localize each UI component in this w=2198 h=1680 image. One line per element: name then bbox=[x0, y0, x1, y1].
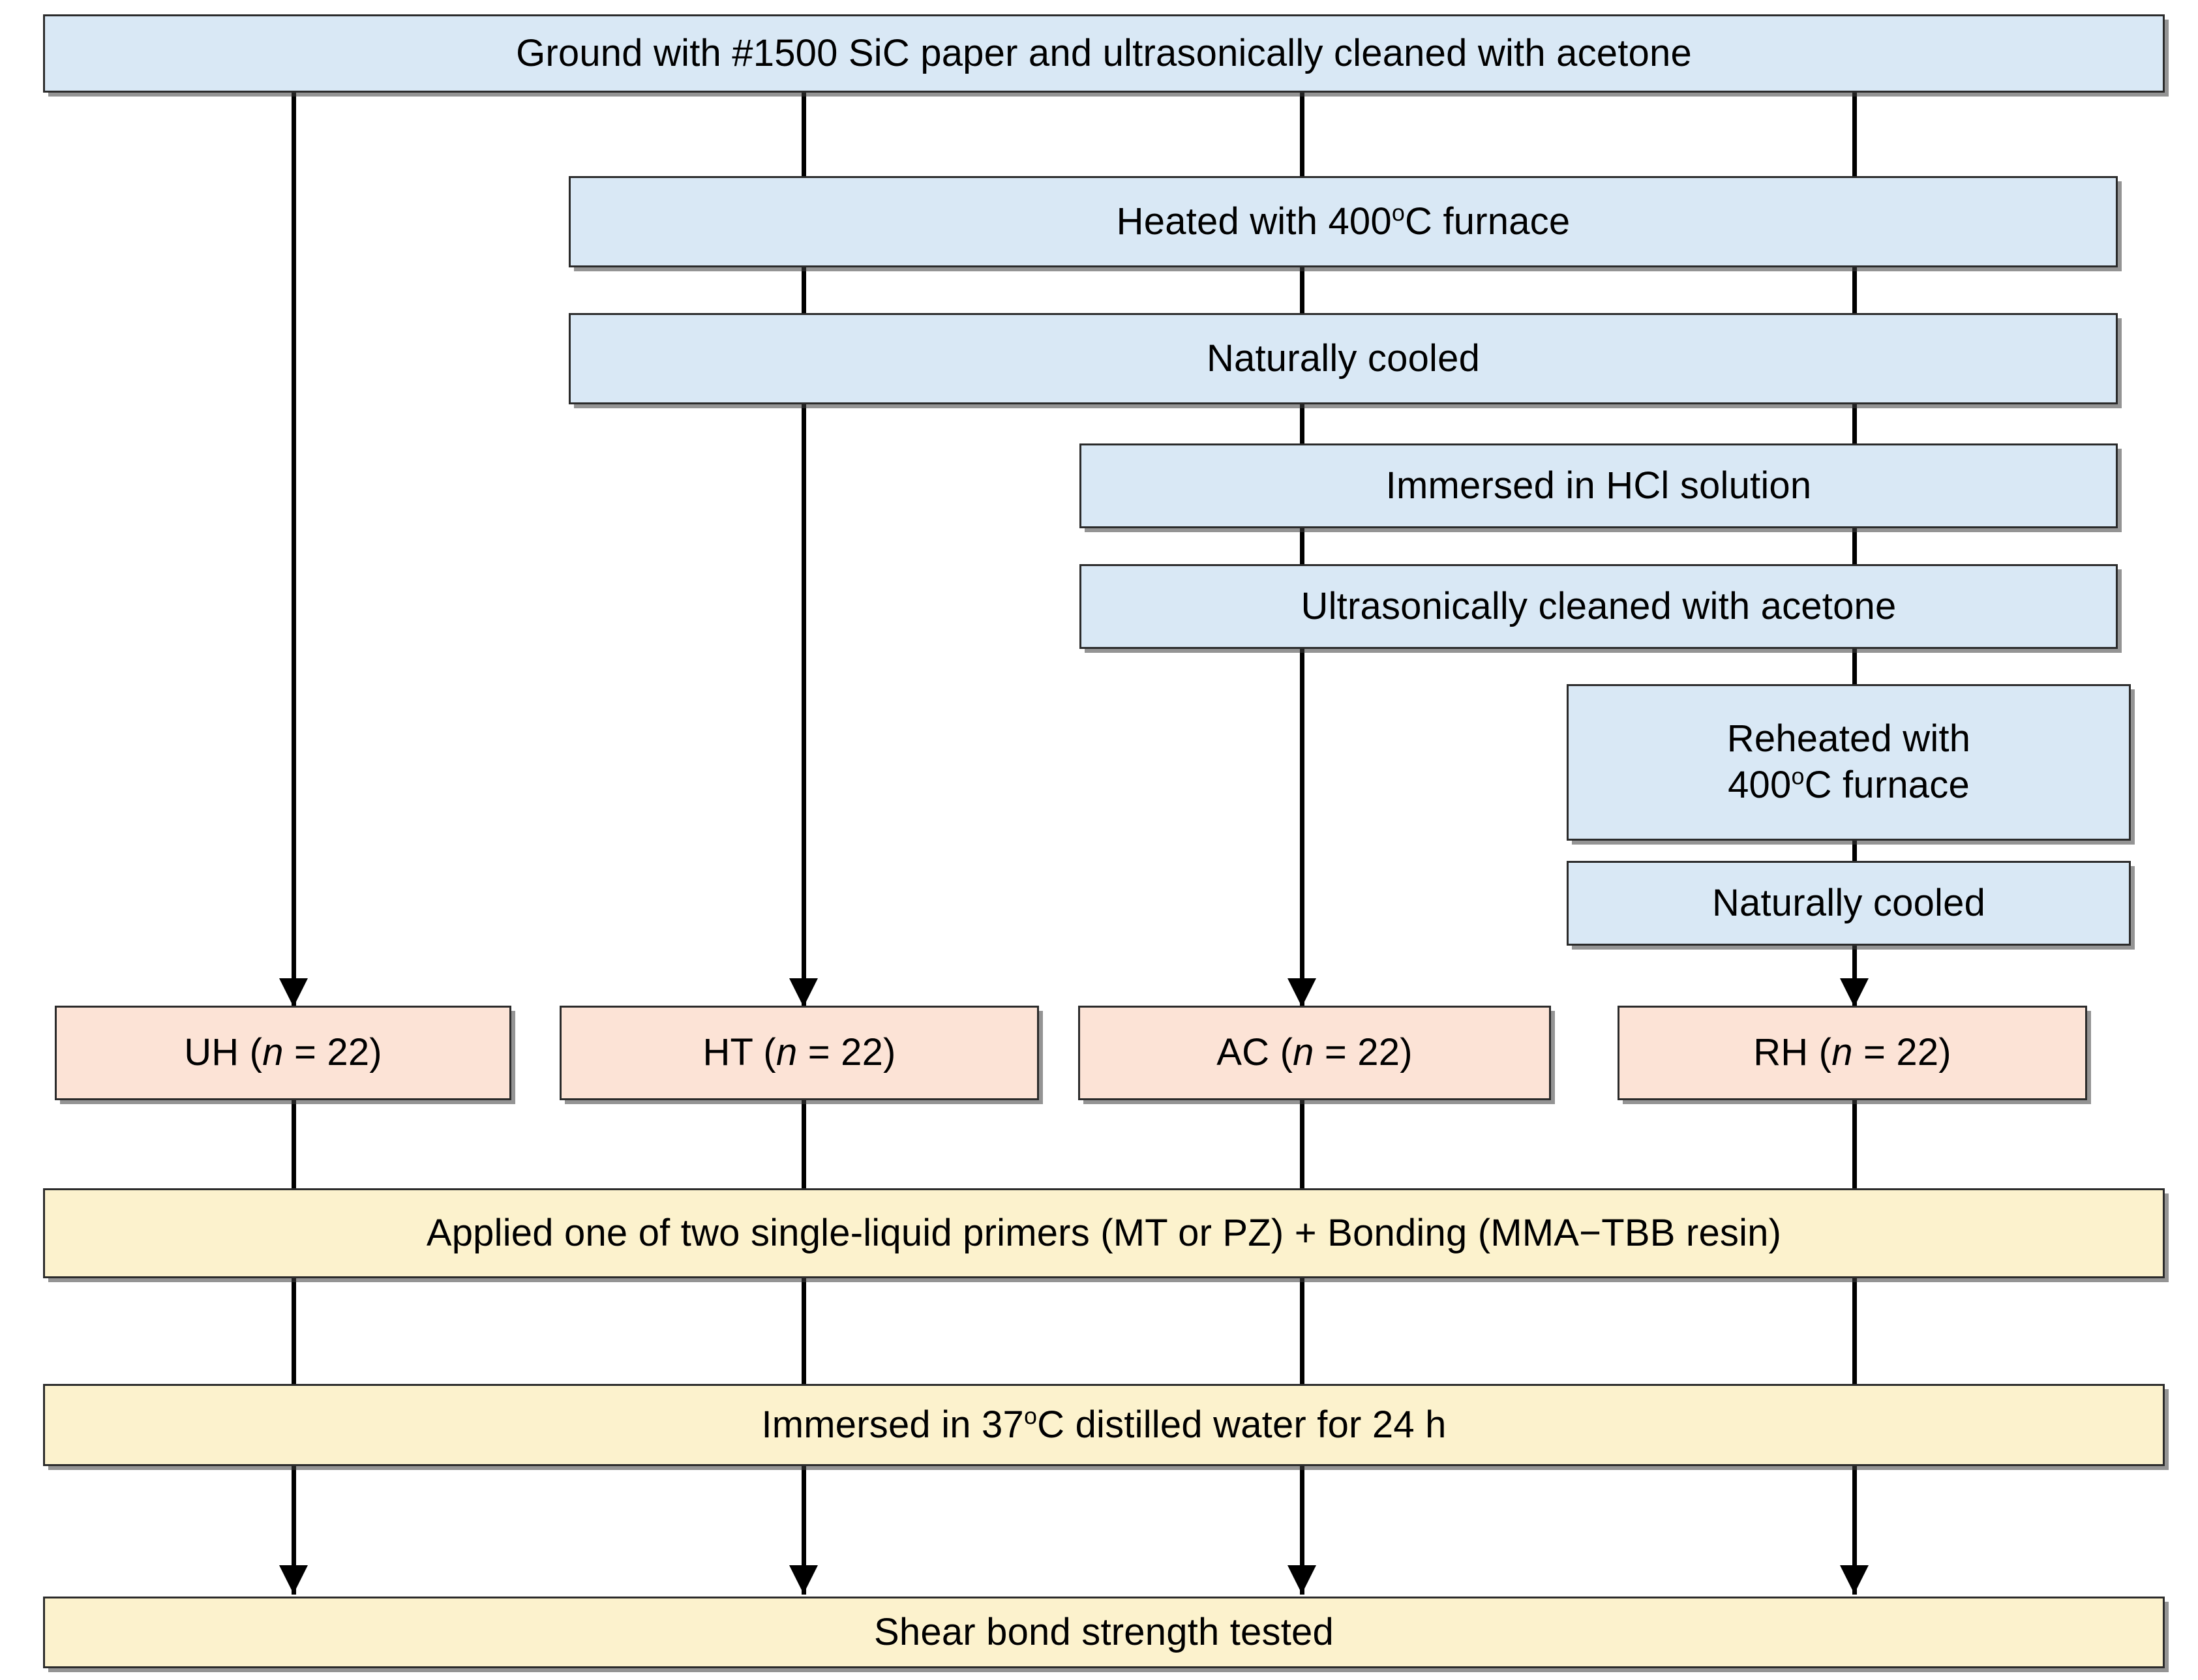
step-box-primer[interactable]: Applied one of two single-liquid primers… bbox=[43, 1188, 2165, 1278]
arrowhead-to-ht bbox=[789, 978, 818, 1007]
group-label-rh: RH (n = 22) bbox=[1753, 1031, 1951, 1074]
connector-ac-to-primer bbox=[1300, 1099, 1304, 1188]
group-box-ac[interactable]: AC (n = 22) bbox=[1078, 1006, 1551, 1100]
arrowhead-to-test-uh bbox=[279, 1565, 308, 1594]
connector-ht-top bbox=[802, 51, 806, 1011]
arrowhead-to-test-rh bbox=[1840, 1565, 1869, 1594]
step-label-cooled: Naturally cooled bbox=[1206, 337, 1481, 380]
connector-uh-to-primer bbox=[292, 1099, 296, 1188]
arrowhead-to-test-ht bbox=[789, 1565, 818, 1594]
step-box-test[interactable]: Shear bond strength tested bbox=[43, 1597, 2165, 1668]
arrowhead-to-rh bbox=[1840, 978, 1869, 1007]
connector-uh-immersion-to-test bbox=[292, 1464, 296, 1595]
step-label-ultrasonic: Ultrasonically cleaned with acetone bbox=[1301, 584, 1897, 627]
step-label-cooled2: Naturally cooled bbox=[1711, 881, 1986, 924]
connector-rh-to-primer bbox=[1852, 1099, 1857, 1188]
connector-ht-to-primer bbox=[802, 1099, 806, 1188]
group-label-ht: HT (n = 22) bbox=[702, 1031, 896, 1074]
connector-rh-top bbox=[1852, 51, 1857, 1011]
step-label-heated: Heated with 400oC furnace bbox=[1116, 199, 1571, 243]
connector-ac-immersion-to-test bbox=[1300, 1464, 1304, 1595]
connector-rh-primer-to-immersion bbox=[1852, 1278, 1857, 1384]
group-box-ht[interactable]: HT (n = 22) bbox=[560, 1006, 1039, 1100]
group-box-uh[interactable]: UH (n = 22) bbox=[55, 1006, 511, 1100]
step-box-ultrasonic[interactable]: Ultrasonically cleaned with acetone bbox=[1079, 564, 2118, 649]
group-label-uh: UH (n = 22) bbox=[184, 1031, 382, 1074]
step-box-cooled[interactable]: Naturally cooled bbox=[569, 313, 2118, 404]
step-label-ground: Ground with #1500 SiC paper and ultrason… bbox=[516, 31, 1692, 74]
group-box-rh[interactable]: RH (n = 22) bbox=[1618, 1006, 2087, 1100]
connector-uh-top bbox=[292, 51, 296, 1011]
connector-ht-immersion-to-test bbox=[802, 1464, 806, 1595]
connector-uh-primer-to-immersion bbox=[292, 1278, 296, 1384]
step-label-immersion: Immersed in 37oC distilled water for 24 … bbox=[761, 1402, 1447, 1446]
connector-ac-primer-to-immersion bbox=[1300, 1278, 1304, 1384]
group-label-ac: AC (n = 22) bbox=[1216, 1031, 1413, 1074]
step-label-primer: Applied one of two single-liquid primers… bbox=[426, 1211, 1782, 1254]
step-label-test: Shear bond strength tested bbox=[874, 1610, 1334, 1653]
connector-ht-primer-to-immersion bbox=[802, 1278, 806, 1384]
step-box-cooled2[interactable]: Naturally cooled bbox=[1567, 861, 2131, 946]
arrowhead-to-uh bbox=[279, 978, 308, 1007]
connector-ac-top bbox=[1300, 51, 1304, 1011]
connector-rh-immersion-to-test bbox=[1852, 1464, 1857, 1595]
step-box-ground[interactable]: Ground with #1500 SiC paper and ultrason… bbox=[43, 14, 2165, 93]
step-box-heated[interactable]: Heated with 400oC furnace bbox=[569, 176, 2118, 267]
arrowhead-to-ac bbox=[1287, 978, 1316, 1007]
step-box-hcl[interactable]: Immersed in HCl solution bbox=[1079, 443, 2118, 528]
step-label-hcl: Immersed in HCl solution bbox=[1385, 464, 1812, 507]
step-box-immersion[interactable]: Immersed in 37oC distilled water for 24 … bbox=[43, 1384, 2165, 1466]
arrowhead-to-test-ac bbox=[1287, 1565, 1316, 1594]
